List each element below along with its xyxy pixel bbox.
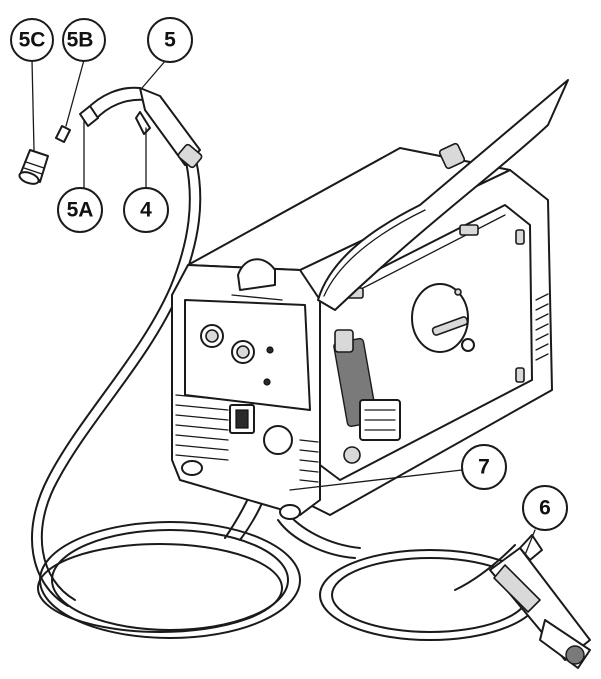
callout-6: 6 (522, 485, 568, 531)
callout-6-label: 6 (539, 497, 551, 520)
power-switch (229, 404, 255, 434)
callout-5b: 5B (62, 18, 106, 62)
callout-7-label: 7 (478, 456, 490, 479)
knob-voltage (200, 324, 224, 348)
callout-5: 5 (147, 17, 193, 63)
leader-lines (31, 59, 536, 556)
nozzle-part (18, 149, 49, 185)
callout-5c-label: 5C (19, 29, 46, 52)
spool-hub (411, 283, 475, 353)
knob-wire-speed (231, 340, 255, 364)
callout-4: 4 (123, 187, 169, 233)
callout-5-label: 5 (164, 29, 176, 52)
callout-5b-label: 5B (67, 29, 94, 52)
callout-5a-label: 5A (67, 199, 94, 222)
callout-7: 7 (461, 444, 507, 490)
callout-4-label: 4 (140, 199, 152, 222)
mig-torch (79, 86, 203, 169)
callout-5a: 5A (57, 187, 103, 233)
contact-tip-part (55, 125, 71, 143)
drive-mechanism (333, 329, 401, 464)
side-vents (535, 293, 549, 361)
ground-clamp (454, 534, 591, 669)
callout-5c: 5C (10, 18, 54, 62)
open-side-door (317, 79, 569, 311)
front-vents (175, 394, 319, 483)
